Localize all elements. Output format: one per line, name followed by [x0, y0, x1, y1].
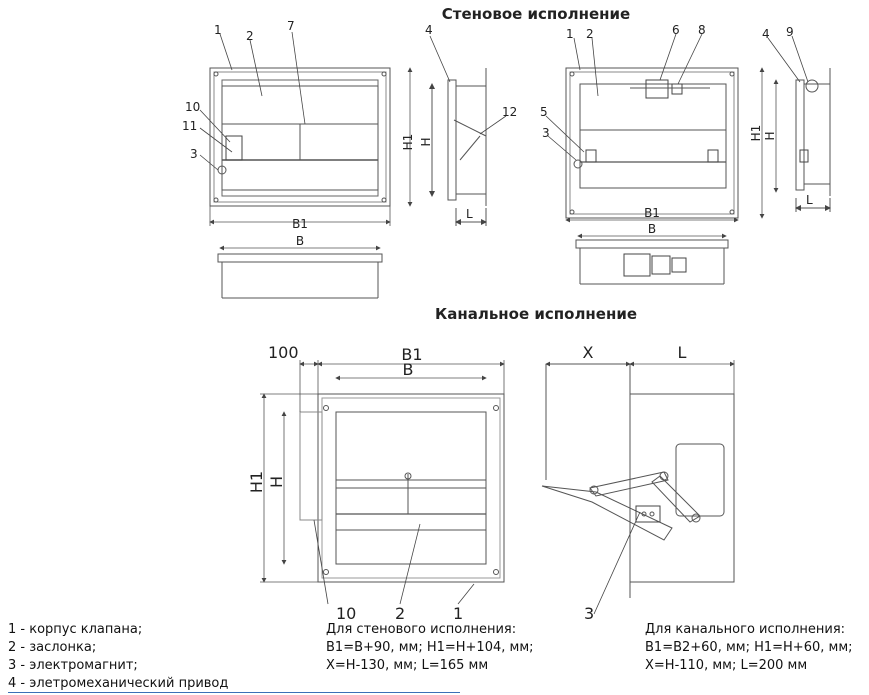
legend-duct-heading: Для канального исполнения:: [645, 622, 846, 637]
dim-l-duct: L: [678, 343, 687, 362]
dim-h1-right: H1: [749, 125, 763, 142]
legend-wall-formulas: Для стенового исполнения: B1=B+90, мм; H…: [326, 621, 534, 675]
callout-6-right: 6: [672, 23, 680, 37]
callout-3-left: 3: [190, 147, 198, 161]
dims-duct-front: [260, 360, 505, 583]
legend-duct-line1: B1=B2+60, мм; H1=H+60, мм;: [645, 640, 853, 655]
callouts-left: [199, 31, 306, 171]
dims-left-front: [209, 67, 413, 251]
callout-10-duct: 10: [336, 604, 356, 623]
callout-4-right-side: 4: [762, 27, 770, 41]
dim-b-duct: B: [403, 360, 414, 379]
dim-l-side-left: L: [466, 207, 473, 221]
wall-bottom-view-right: [575, 239, 729, 285]
wall-bottom-view-left: [217, 253, 383, 299]
dim-h1-left: H1: [401, 134, 415, 151]
title-duct: Канальное исполнение: [435, 305, 637, 323]
callouts-duct-front: [313, 519, 475, 605]
callout-4-side: 4: [425, 23, 433, 37]
dim-b1-left: B1: [292, 217, 308, 231]
duct-side-view: [541, 363, 735, 598]
callout-10-left: 10: [185, 100, 200, 114]
dim-h-duct: H: [267, 476, 286, 488]
dims-right-front: [565, 67, 779, 239]
legend-item-1: 1 - корпус клапана;: [8, 622, 143, 637]
legend-duct-formulas: Для канального исполнения: B1=B2+60, мм;…: [645, 621, 853, 675]
dim-b-left: B: [296, 234, 304, 248]
dim-l-side-right: L: [806, 193, 813, 207]
callout-7-left: 7: [287, 19, 295, 33]
callout-5-right: 5: [540, 105, 548, 119]
dim-100-duct: 100: [268, 343, 299, 362]
dim-h-side-left: H: [419, 137, 433, 146]
callout-12-side: 12: [502, 105, 517, 119]
dim-h-right: H: [763, 131, 777, 140]
callout-9-right-side: 9: [786, 25, 794, 39]
wall-side-view-left: [429, 68, 487, 226]
dim-b1-duct: B1: [401, 345, 422, 364]
wall-front-view-right: [565, 67, 739, 219]
legend-components: 1 - корпус клапана; 2 - заслонка; 3 - эл…: [8, 621, 460, 693]
legend-wall-line1: B1=B+90, мм; H1=H+104, мм;: [326, 640, 534, 655]
callout-2-left: 2: [246, 29, 254, 43]
callout-11-left: 11: [182, 119, 197, 133]
title-wall: Стеновое исполнение: [442, 5, 630, 23]
dim-b1-right: B1: [644, 206, 660, 220]
callout-8-right: 8: [698, 23, 706, 37]
callout-1-right: 1: [566, 27, 574, 41]
callout-1-duct: 1: [453, 604, 463, 623]
legend-item-4: 4 - элетромеханический привод: [8, 675, 460, 693]
dim-h1-duct: H1: [247, 471, 266, 493]
wall-front-view-left: [209, 67, 391, 207]
legend-item-3: 3 - электромагнит;: [8, 658, 138, 673]
callout-2-duct: 2: [395, 604, 405, 623]
callout-3-right: 3: [542, 126, 550, 140]
legend-duct-line2: X=H-110, мм; L=200 мм: [645, 658, 808, 673]
callout-1-left: 1: [214, 23, 222, 37]
duct-front-view: [299, 393, 505, 583]
dims-duct-side: [545, 360, 735, 394]
dim-b-right: B: [648, 222, 656, 236]
legend-wall-heading: Для стенового исполнения:: [326, 622, 517, 637]
callouts-duct-side: [593, 511, 641, 615]
dim-x-duct: X: [583, 343, 594, 362]
legend-wall-line2: X=H-130, мм; L=165 мм: [326, 658, 489, 673]
callouts-side-left: [429, 35, 507, 135]
callouts-side-right: [767, 35, 809, 83]
callout-3-duct: 3: [584, 604, 594, 623]
callout-2-right: 2: [586, 27, 594, 41]
legend-item-2: 2 - заслонка;: [8, 640, 97, 655]
wall-side-view-right: [795, 68, 831, 212]
callouts-right: [545, 33, 703, 161]
